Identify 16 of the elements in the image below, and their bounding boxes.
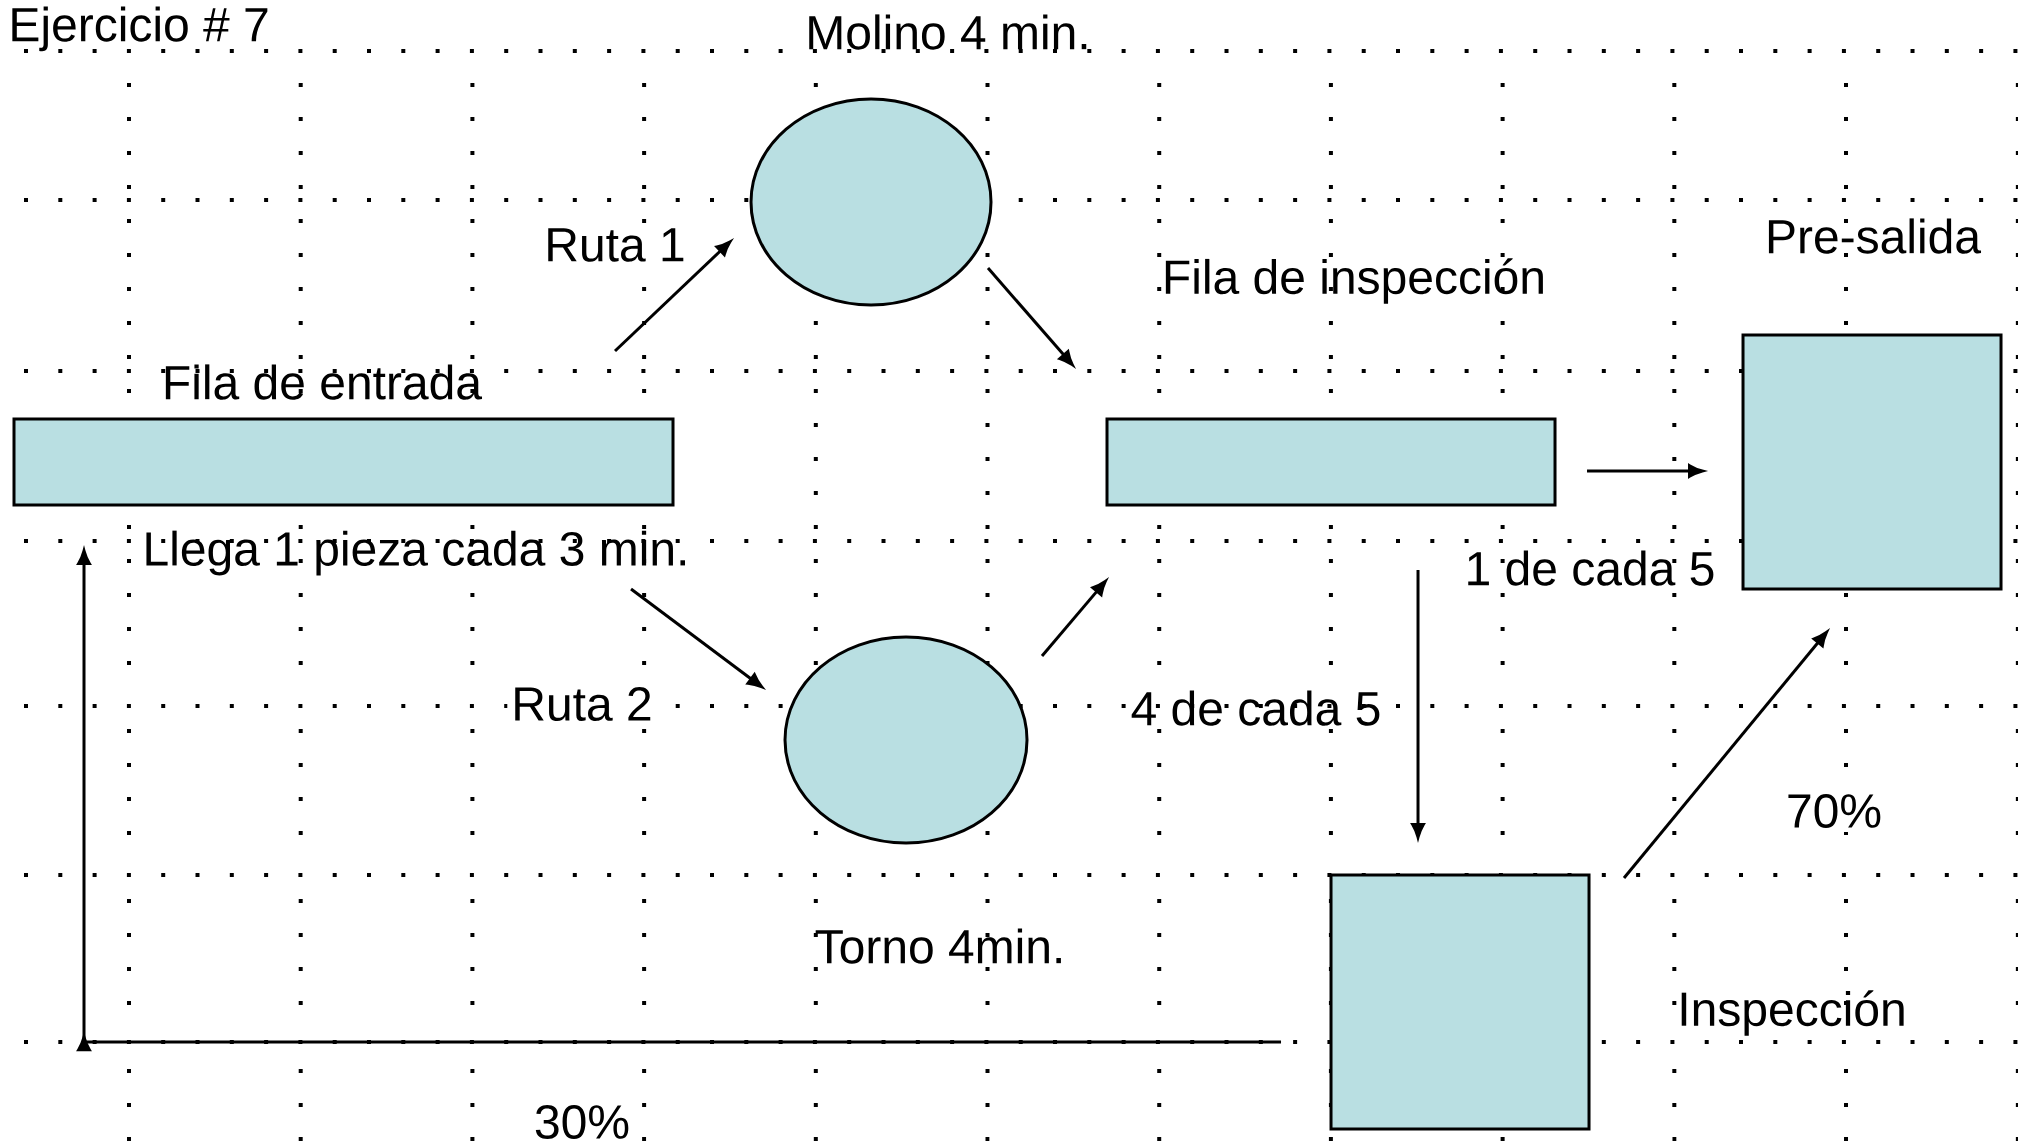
flow-label: 4 de cada 5: [1131, 690, 1380, 726]
arrow: [986, 267, 1074, 367]
node-label: Torno 4min.: [815, 928, 1061, 964]
node-label: Fila de entrada: [165, 364, 482, 400]
node-caption: Llega 1 pieza cada 3 min.: [146, 530, 685, 576]
title: Ejercicio # 7: [12, 6, 268, 52]
node-label: Inspección: [1681, 990, 1904, 1036]
node-label: Fila de inspección: [1165, 258, 1543, 304]
arrow: [614, 240, 732, 353]
node-label: Pre-salida: [1768, 218, 1981, 254]
edge-label: 30%: [530, 1101, 635, 1142]
edge-label: Ruta 1: [540, 224, 690, 266]
flow-label: 1 de cada 5: [1468, 550, 1714, 586]
node-label: Molino 4 min.: [809, 14, 1087, 50]
edge-label: Ruta 2: [507, 683, 657, 725]
arrow: [1040, 579, 1107, 657]
